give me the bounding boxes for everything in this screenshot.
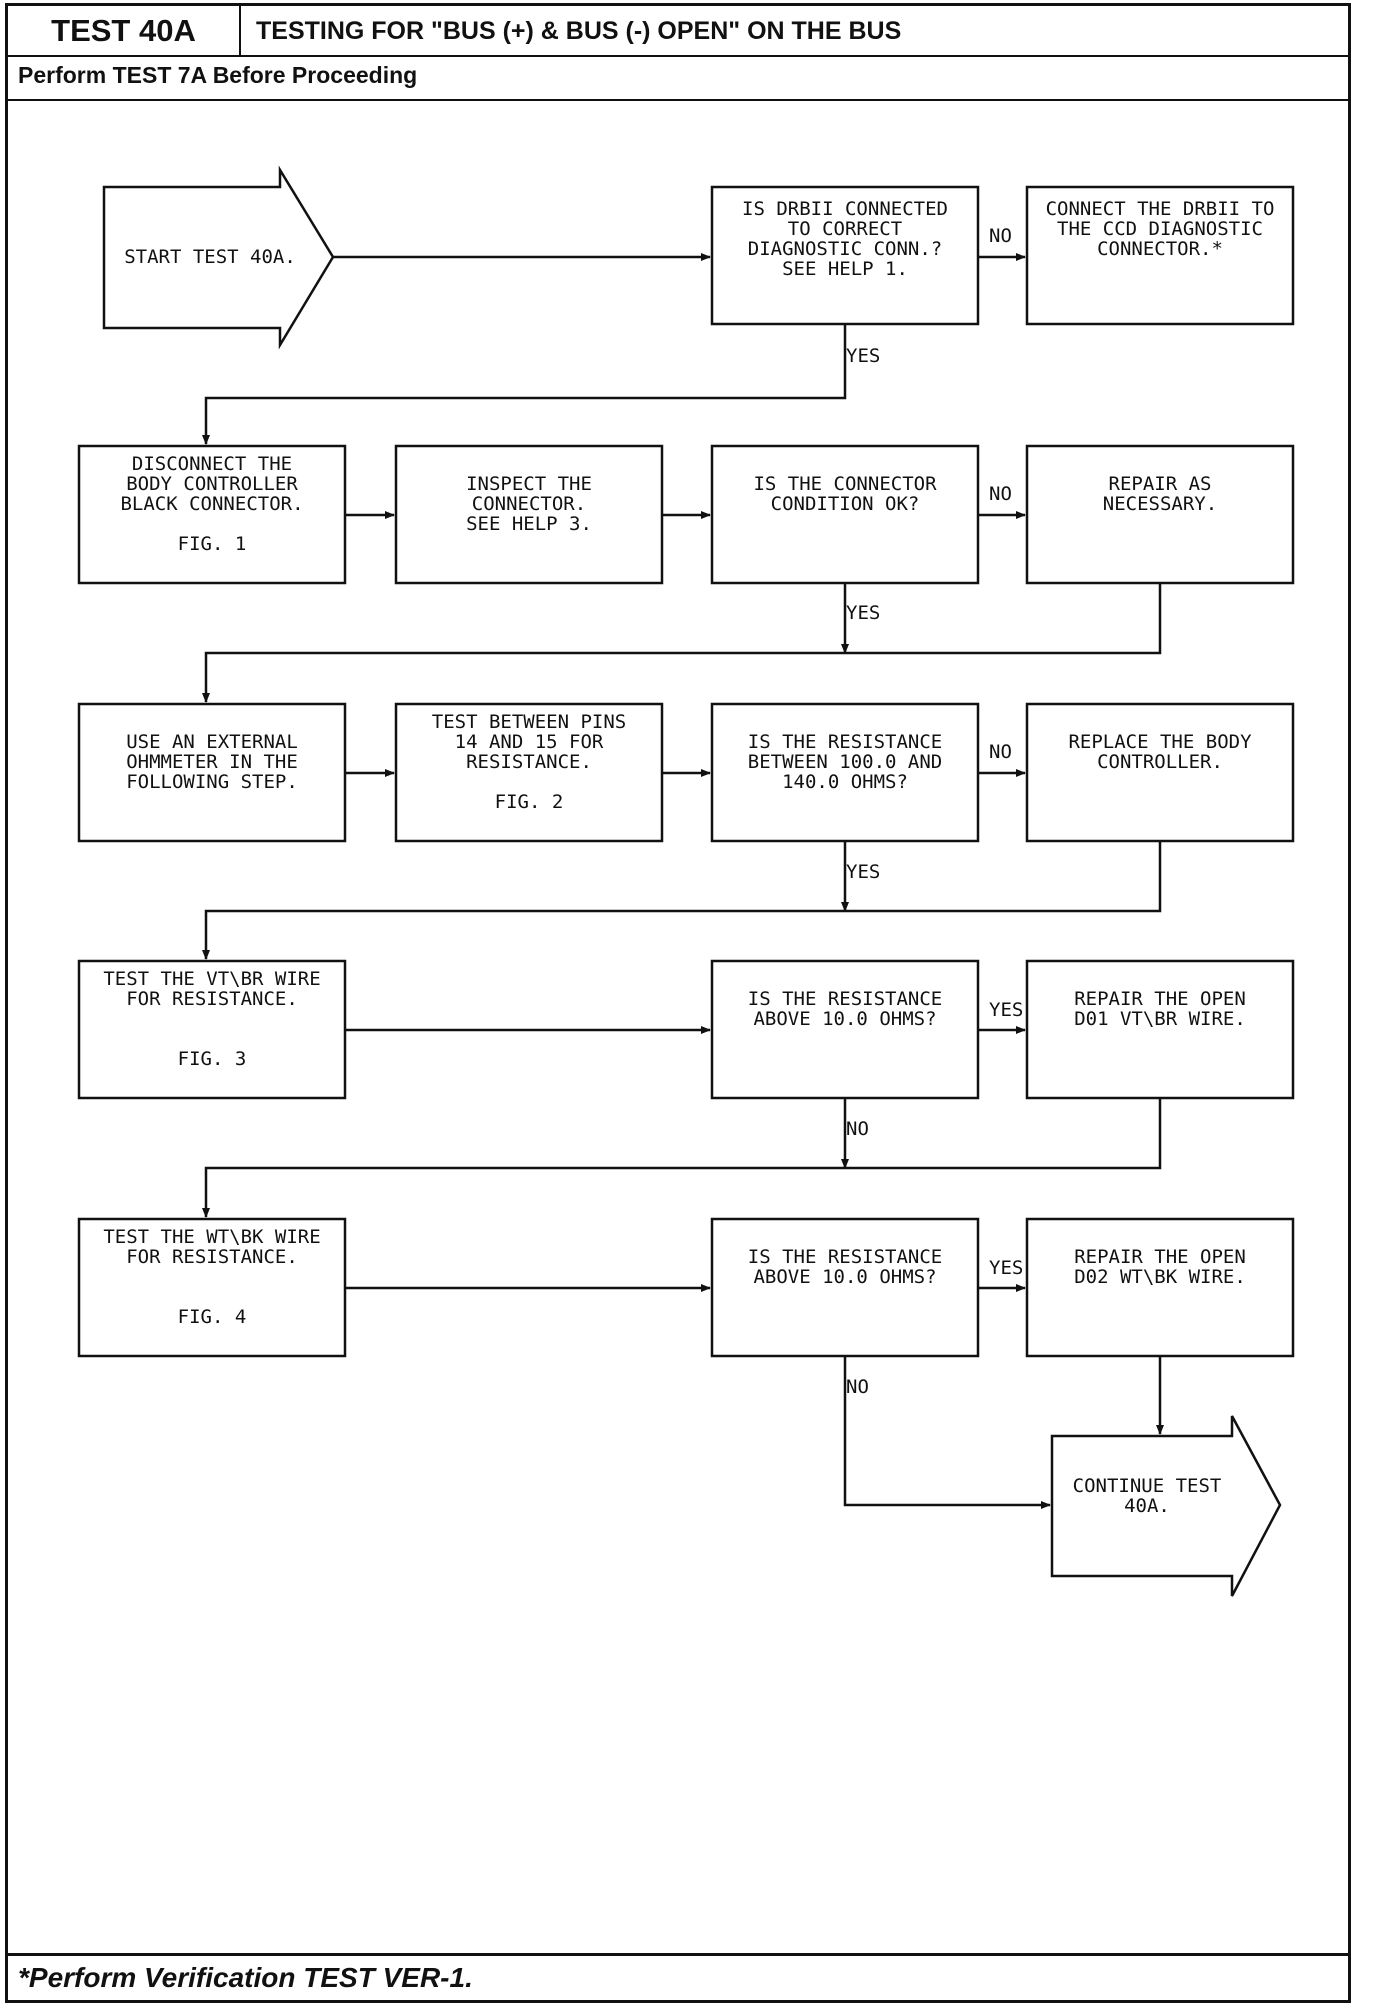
box-q-res2	[710, 959, 980, 1100]
branch-label-yes5: YES	[989, 1257, 1023, 1279]
flow-row2-merge	[202, 841, 1162, 960]
footer-note: *Perform Verification TEST VER-1.	[18, 1962, 473, 1993]
branch-label-no5: NO	[846, 1376, 869, 1398]
box-s-disconnect	[77, 444, 347, 585]
box-s-pins	[394, 702, 664, 843]
box-q-drbii	[710, 185, 980, 326]
header-divider-2	[8, 99, 1348, 101]
footer-divider	[8, 1953, 1348, 1956]
branch-label-yes4: YES	[989, 999, 1023, 1021]
box-a-wtbk	[1025, 1217, 1295, 1358]
start-arrow-text: START TEST 40A.	[124, 246, 296, 268]
box-s-ohmmeter	[77, 702, 347, 843]
flow-row1-merge	[202, 583, 1162, 703]
flow-q1-yes	[202, 324, 847, 445]
prerequisite-note: Perform TEST 7A Before Proceeding	[18, 62, 418, 88]
branch-label-yes1: YES	[846, 345, 880, 367]
end-arrow-shape	[1050, 1415, 1282, 1597]
page-title: TESTING FOR "BUS (+) & BUS (-) OPEN" ON …	[256, 16, 902, 45]
box-a-vtbr	[1025, 959, 1295, 1100]
branch-label-yes3: YES	[846, 861, 880, 883]
flow-row3-merge	[202, 1098, 1162, 1218]
branch-label-no3: NO	[989, 741, 1012, 763]
box-a-replace	[1025, 702, 1295, 843]
test-id-box: TEST 40A	[8, 6, 241, 56]
branch-label-no1: NO	[989, 225, 1012, 247]
branch-label-yes2: YES	[846, 602, 880, 624]
branch-label-no4: NO	[846, 1118, 869, 1140]
start-arrow-shape	[102, 165, 335, 350]
box-s-inspect	[394, 444, 664, 585]
branch-label-no2: NO	[989, 483, 1012, 505]
box-a-repair	[1025, 444, 1295, 585]
page-frame	[5, 3, 1351, 2003]
box-a-connect	[1025, 185, 1295, 326]
box-s-vtbr	[77, 959, 347, 1100]
header-divider	[8, 55, 1348, 57]
flow-q5-no-to-end	[843, 1356, 1051, 1509]
